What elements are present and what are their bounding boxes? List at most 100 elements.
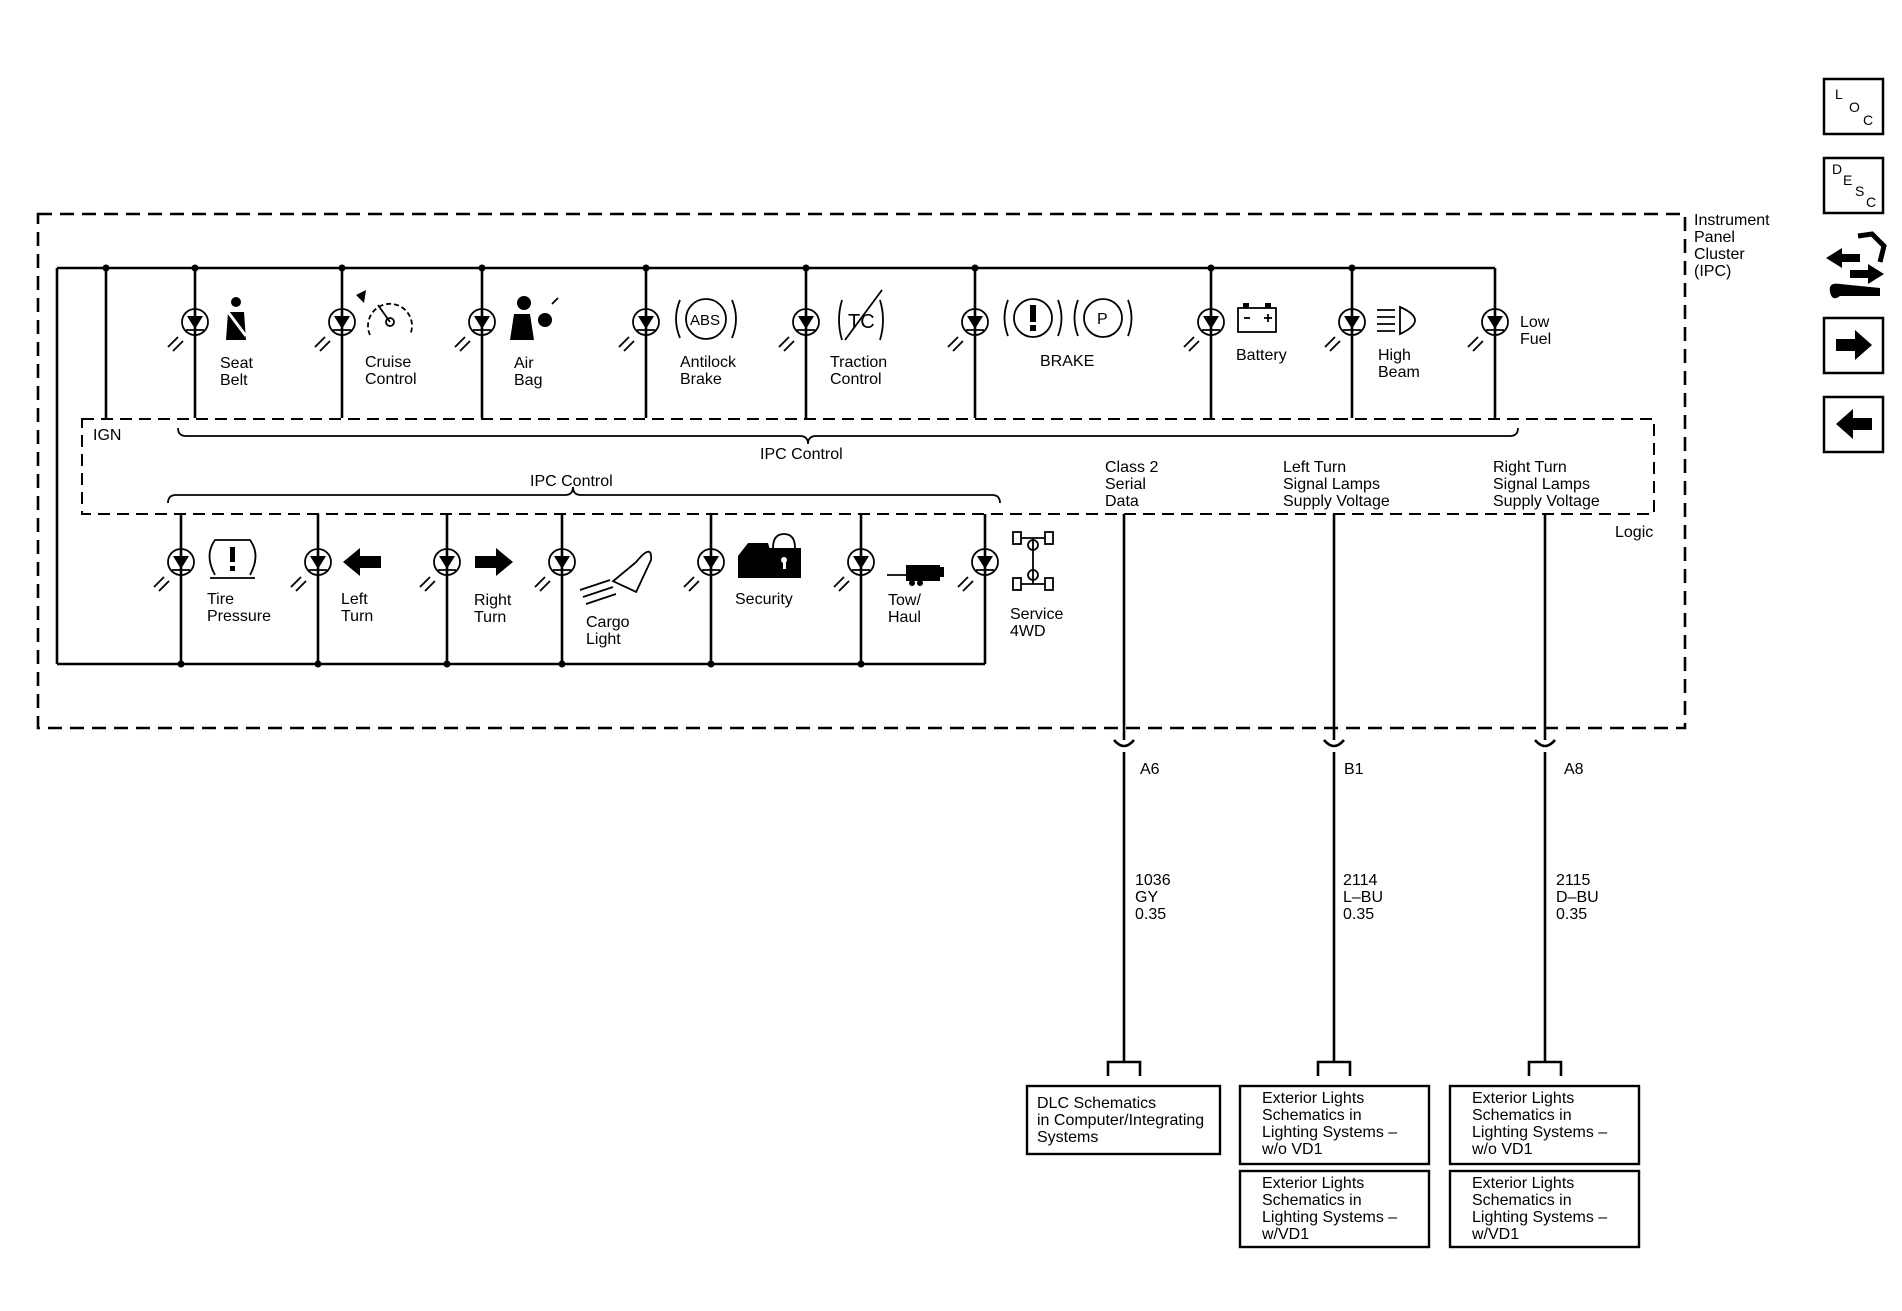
4wd-icon	[1012, 531, 1054, 591]
circuit-signal: Left Turn	[1283, 459, 1346, 476]
circuit-right-turn-supply: Right Turn Signal Lamps Supply Voltage A…	[1448, 459, 1641, 1249]
tire-pressure-icon	[208, 539, 257, 579]
top-lamp-low-fuel: Low Fuel	[1467, 268, 1551, 418]
reference-text: Lighting Systems –	[1262, 1124, 1397, 1141]
connector-wrench-icon[interactable]	[1826, 231, 1887, 299]
reference-box[interactable]: Exterior Lights Schematics in Lighting S…	[1448, 1169, 1641, 1249]
top-lamp-seat-belt: Seat Belt	[167, 264, 253, 418]
speedometer-icon	[356, 290, 413, 336]
bottom-lamp-left-turn: Left Turn	[290, 514, 381, 668]
bottom-lamp-label: Light	[586, 631, 621, 648]
circuit-wire-color: L–BU	[1343, 889, 1383, 906]
reference-text: w/VD1	[1471, 1226, 1519, 1243]
top-lamp-label: Fuel	[1520, 331, 1551, 348]
top-lamp-brake: P BRAKE	[947, 264, 1133, 418]
high-beam-icon	[1377, 305, 1416, 336]
loc-letter: O	[1849, 99, 1860, 115]
loc-button[interactable]: L O C	[1822, 77, 1885, 136]
reference-text: Schematics in	[1472, 1107, 1572, 1124]
security-car-icon	[738, 533, 801, 578]
top-lamp-high-beam: High Beam	[1324, 264, 1420, 418]
reference-box[interactable]: Exterior Lights Schematics in Lighting S…	[1238, 1084, 1431, 1166]
desc-letter: C	[1866, 194, 1876, 210]
circuit-signal: Supply Voltage	[1283, 493, 1390, 510]
ipc-control-label-bottom: IPC Control	[530, 473, 613, 490]
circuit-wire-number: 2114	[1343, 872, 1378, 889]
ipc-control-brace-bottom	[167, 486, 1001, 504]
reference-text: Lighting Systems –	[1472, 1209, 1607, 1226]
top-lamp-battery: Battery	[1183, 264, 1287, 418]
circuit-wire-gauge: 0.35	[1556, 906, 1587, 923]
reference-box[interactable]: Exterior Lights Schematics in Lighting S…	[1238, 1169, 1431, 1249]
reference-box[interactable]: Exterior Lights Schematics in Lighting S…	[1448, 1084, 1641, 1166]
top-lamp-label: Belt	[220, 372, 248, 389]
bottom-lamp-label: Service	[1010, 606, 1063, 623]
bottom-lamp-label: Turn	[474, 609, 506, 626]
top-lamp-label: Traction	[830, 354, 887, 371]
bottom-lamp-label: 4WD	[1010, 623, 1046, 640]
reference-text: Exterior Lights	[1472, 1175, 1574, 1192]
bottom-lamp-tire-pressure: Tire Pressure	[153, 514, 271, 668]
bottom-lamp-label: Turn	[341, 608, 373, 625]
top-lamp-label: BRAKE	[1040, 353, 1094, 370]
top-lamp-label: Bag	[514, 372, 542, 389]
circuit-class2-serial-data: Class 2 Serial Data A6 1036 GY 0.35 DLC …	[1025, 459, 1222, 1156]
ign-node	[102, 264, 110, 272]
reference-text: Schematics in	[1262, 1107, 1362, 1124]
top-lamp-air-bag: Air Bag	[454, 264, 559, 418]
reference-text: Schematics in	[1472, 1192, 1572, 1209]
circuit-signal: Supply Voltage	[1493, 493, 1600, 510]
circuit-wire-gauge: 0.35	[1343, 906, 1374, 923]
desc-button[interactable]: D E S C	[1822, 156, 1885, 215]
top-lamp-label: Low	[1520, 314, 1550, 331]
top-lamp-label: Control	[365, 371, 417, 388]
reference-text: w/VD1	[1261, 1226, 1309, 1243]
top-lamp-label: Control	[830, 371, 882, 388]
ipc-boundary	[36, 212, 1687, 730]
top-lamp-traction-control: TC Traction Control	[778, 264, 887, 418]
bottom-lamp-label: Tire	[207, 591, 234, 608]
reference-text: w/o VD1	[1471, 1141, 1533, 1158]
bottom-lamp-label: Left	[341, 591, 368, 608]
bottom-lamp-label: Haul	[888, 609, 921, 626]
reference-text: Schematics in	[1262, 1192, 1362, 1209]
circuit-wire-number: 1036	[1135, 872, 1171, 889]
reference-text: Exterior Lights	[1472, 1090, 1574, 1107]
reference-text: Exterior Lights	[1262, 1090, 1364, 1107]
top-lamp-label: Battery	[1236, 347, 1287, 364]
reference-text: Exterior Lights	[1262, 1175, 1364, 1192]
top-lamp-label: Antilock	[680, 354, 737, 371]
seatbelt-icon	[226, 297, 248, 340]
circuit-pin: A6	[1140, 761, 1160, 778]
module-name-4: (IPC)	[1694, 263, 1731, 280]
circuit-left-turn-supply: Left Turn Signal Lamps Supply Voltage B1…	[1238, 459, 1431, 1249]
module-name-2: Panel	[1694, 229, 1735, 246]
ipc-control-label-top: IPC Control	[760, 446, 843, 463]
bottom-lamp-security: Security	[683, 514, 801, 668]
circuit-signal: Signal Lamps	[1283, 476, 1380, 493]
circuit-wire-number: 2115	[1556, 872, 1591, 889]
reference-box[interactable]: DLC Schematics in Computer/Integrating S…	[1025, 1084, 1222, 1156]
logic-boundary	[81, 418, 1655, 515]
ipc-control-brace-top	[177, 427, 1519, 445]
traction-control-icon: TC	[838, 289, 884, 341]
reference-text: Systems	[1037, 1129, 1098, 1146]
loc-letter: L	[1835, 86, 1843, 102]
abs-icon: ABS	[675, 298, 737, 340]
module-name-3: Cluster	[1694, 246, 1745, 263]
bottom-lamp-service-4wd: Service 4WD	[957, 514, 1063, 664]
cargo-light-icon	[579, 550, 653, 605]
next-page-button[interactable]	[1822, 316, 1885, 375]
bottom-lamp-label: Right	[474, 592, 512, 609]
battery-icon	[1237, 303, 1277, 333]
circuit-pin: B1	[1344, 761, 1364, 778]
top-lamp-cruise-control: Cruise Control	[314, 264, 417, 418]
circuit-signal: Data	[1105, 493, 1139, 510]
desc-letter: D	[1832, 161, 1842, 177]
previous-page-button[interactable]	[1822, 395, 1885, 454]
circuit-pin: A8	[1564, 761, 1584, 778]
arrow-left-icon	[1836, 409, 1872, 439]
brake-icon: P	[1003, 298, 1133, 338]
circuit-wire-gauge: 0.35	[1135, 906, 1166, 923]
top-lamp-label: Beam	[1378, 364, 1420, 381]
